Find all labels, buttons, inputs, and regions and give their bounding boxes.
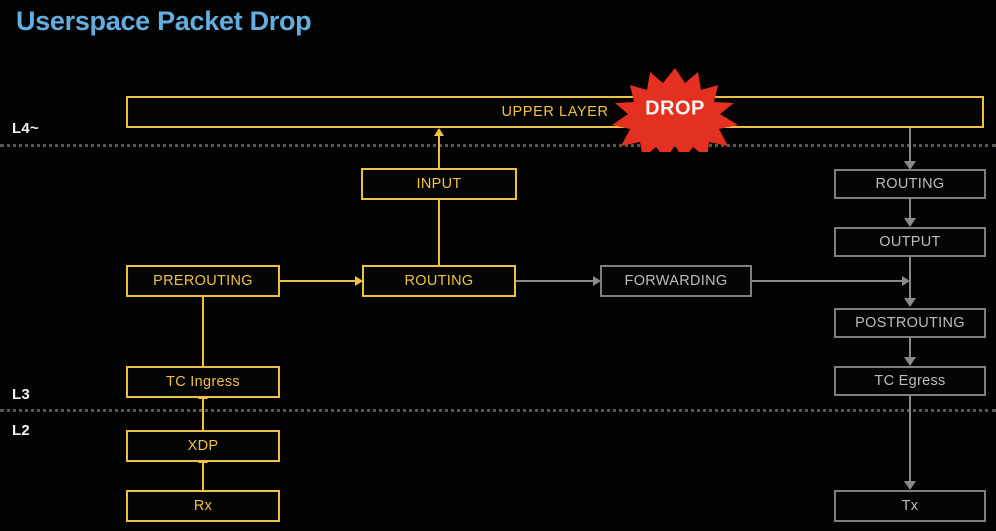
- connector-prerouting-to-routing: [280, 280, 356, 282]
- arrowhead-forwarding-to-trunk: [902, 276, 910, 286]
- connector-routing-right-to-output: [909, 199, 911, 221]
- node-upper-layer-label: UPPER LAYER: [501, 104, 609, 120]
- arrowhead-routing-right-to-output: [904, 218, 916, 227]
- node-postrouting[interactable]: POSTROUTING: [834, 308, 986, 338]
- connector-routing-to-forwarding: [516, 280, 594, 282]
- connector-tcingress-to-prerouting: [202, 294, 204, 366]
- drop-badge-label: DROP: [645, 97, 705, 120]
- node-routing-left-label: ROUTING: [404, 273, 474, 289]
- node-routing-right-label: ROUTING: [875, 176, 945, 192]
- layer-label-l2: L2: [12, 422, 30, 439]
- connector-tcegress-to-tx: [909, 396, 911, 484]
- node-output-label: OUTPUT: [879, 234, 941, 250]
- layer-label-l3: L3: [12, 386, 30, 403]
- node-routing-left[interactable]: ROUTING: [362, 265, 516, 297]
- connector-output-to-postrouting: [909, 257, 911, 301]
- node-output[interactable]: OUTPUT: [834, 227, 986, 257]
- node-forwarding-label: FORWARDING: [624, 273, 728, 289]
- connector-postrouting-to-tcegress: [909, 338, 911, 360]
- arrowhead-output-to-postrouting: [904, 298, 916, 307]
- connector-input-to-upper-layer: [438, 135, 440, 168]
- node-forwarding[interactable]: FORWARDING: [600, 265, 752, 297]
- node-prerouting-label: PREROUTING: [153, 273, 253, 289]
- node-routing-right[interactable]: ROUTING: [834, 169, 986, 199]
- connector-upper-layer-to-routing-right: [909, 128, 911, 164]
- node-tc-egress[interactable]: TC Egress: [834, 366, 986, 396]
- connector-xdp-to-tcingress: [202, 398, 204, 430]
- node-tc-ingress[interactable]: TC Ingress: [126, 366, 280, 398]
- node-tx[interactable]: Tx: [834, 490, 986, 522]
- connector-rx-to-xdp: [202, 462, 204, 490]
- node-xdp-label: XDP: [187, 438, 219, 454]
- node-postrouting-label: POSTROUTING: [855, 315, 965, 331]
- arrowhead-tcegress-to-tx: [904, 481, 916, 490]
- arrowhead-upper-layer-to-routing-right: [904, 161, 916, 170]
- node-tc-ingress-label: TC Ingress: [166, 374, 240, 390]
- node-rx[interactable]: Rx: [126, 490, 280, 522]
- starburst-icon: [612, 68, 738, 152]
- arrowhead-routing-to-forwarding: [593, 276, 601, 286]
- layer-label-l4: L4~: [12, 120, 39, 137]
- page-title: Userspace Packet Drop: [16, 6, 312, 36]
- node-tx-label: Tx: [901, 498, 919, 514]
- arrowhead-postrouting-to-tcegress: [904, 357, 916, 366]
- node-rx-label: Rx: [193, 498, 213, 514]
- node-xdp[interactable]: XDP: [126, 430, 280, 462]
- arrowhead-prerouting-to-routing: [355, 276, 363, 286]
- connector-forwarding-to-trunk: [752, 280, 904, 282]
- layer-divider-l4: [0, 144, 996, 147]
- node-input-label: INPUT: [416, 176, 462, 192]
- node-input[interactable]: INPUT: [361, 168, 517, 200]
- drop-badge: DROP: [612, 66, 738, 152]
- node-upper-layer[interactable]: UPPER LAYER: [126, 96, 984, 128]
- node-prerouting[interactable]: PREROUTING: [126, 265, 280, 297]
- node-tc-egress-label: TC Egress: [874, 373, 946, 389]
- arrowhead-input-to-upper-layer: [434, 128, 444, 136]
- layer-divider-l3-l2: [0, 409, 996, 412]
- connector-routing-to-input: [438, 199, 440, 265]
